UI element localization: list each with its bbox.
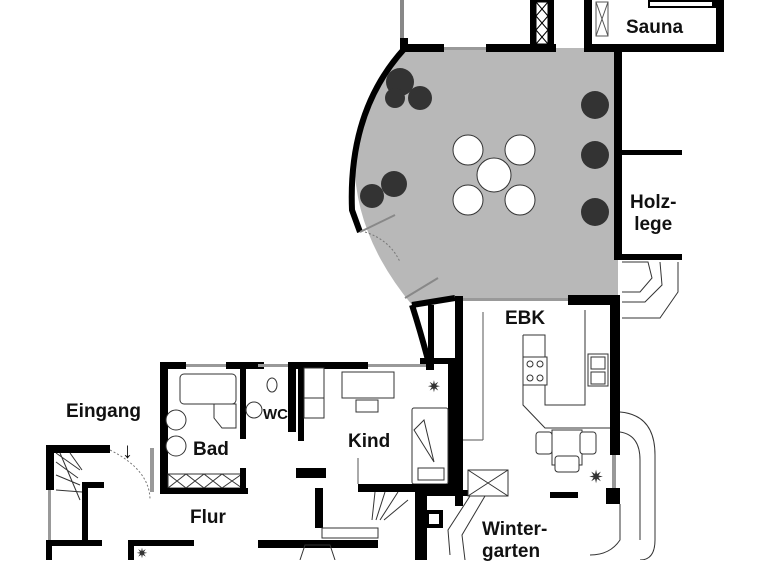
- svg-text:✷: ✷: [427, 379, 440, 396]
- svg-text:✷: ✷: [136, 545, 148, 560]
- room-label-flur: Flur: [190, 507, 226, 528]
- svg-text:✷: ✷: [588, 467, 603, 487]
- round-table-icon: [452, 134, 536, 216]
- entrance-arrow-icon: ↓: [122, 438, 133, 463]
- terrace-curved-wall: [348, 45, 408, 234]
- room-label-holzlege: Holz- lege: [630, 192, 677, 235]
- plant-icon: [360, 68, 609, 226]
- room-label-eingang: Eingang: [66, 401, 141, 422]
- room-label-wc: WC: [263, 406, 288, 423]
- room-label-bad: Bad: [193, 439, 229, 460]
- room-label-wintergarten: Winter- garten: [482, 519, 548, 562]
- room-label-sauna: Sauna: [626, 17, 684, 38]
- room-label-ebk: EBK: [505, 308, 546, 329]
- room-label-kind: Kind: [348, 431, 391, 452]
